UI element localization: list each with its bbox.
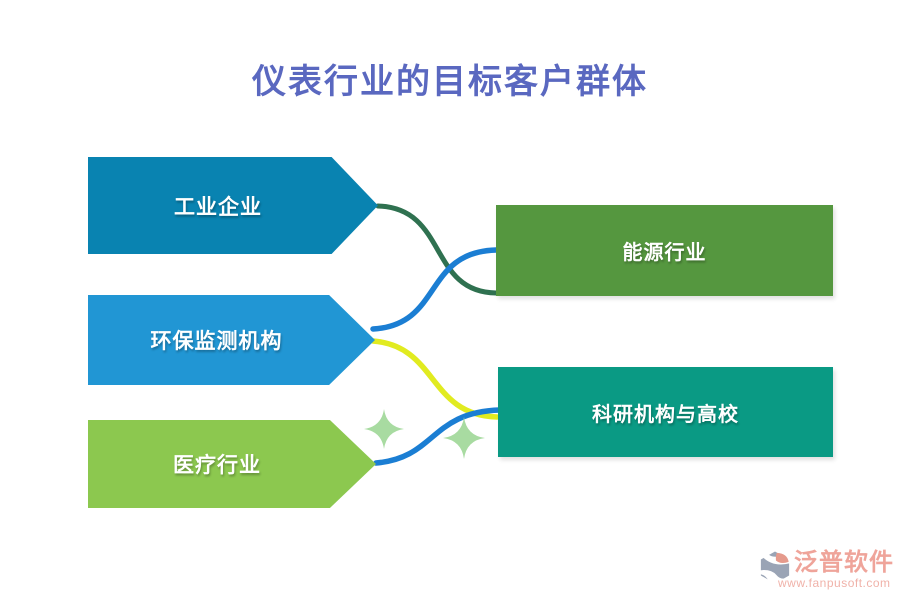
- arrow-item-medical: 医疗行业: [88, 420, 376, 508]
- connector-industrial-to-energy: [375, 203, 499, 296]
- page-title: 仪表行业的目标客户群体: [252, 63, 648, 101]
- box-item-energy: 能源行业: [496, 205, 833, 296]
- brand-watermark: 泛普软件 www.fanpusoft.com: [759, 548, 894, 590]
- sparkle-icon: [443, 417, 485, 459]
- arrow-item-environmental: 环保监测机构: [88, 295, 375, 385]
- fanpu-logo-icon: [759, 551, 791, 585]
- arrow-item-label: 医疗行业: [173, 454, 261, 477]
- box-item-label: 能源行业: [622, 242, 707, 264]
- connector-environmental-to-research: [370, 338, 500, 420]
- box-item-label: 科研机构与高校: [592, 403, 739, 426]
- sparkle-icon: [364, 409, 404, 449]
- box-item-research: 科研机构与高校: [498, 367, 833, 457]
- arrow-item-label: 环保监测机构: [150, 330, 283, 353]
- connector-medical-to-research: [373, 407, 503, 466]
- connector-environmental-to-energy: [370, 247, 499, 332]
- brand-name: 泛普软件: [794, 548, 894, 576]
- arrow-item-industrial: 工业企业: [88, 157, 378, 254]
- arrow-item-label: 工业企业: [174, 195, 262, 219]
- brand-url: www.fanpusoft.com: [778, 576, 891, 590]
